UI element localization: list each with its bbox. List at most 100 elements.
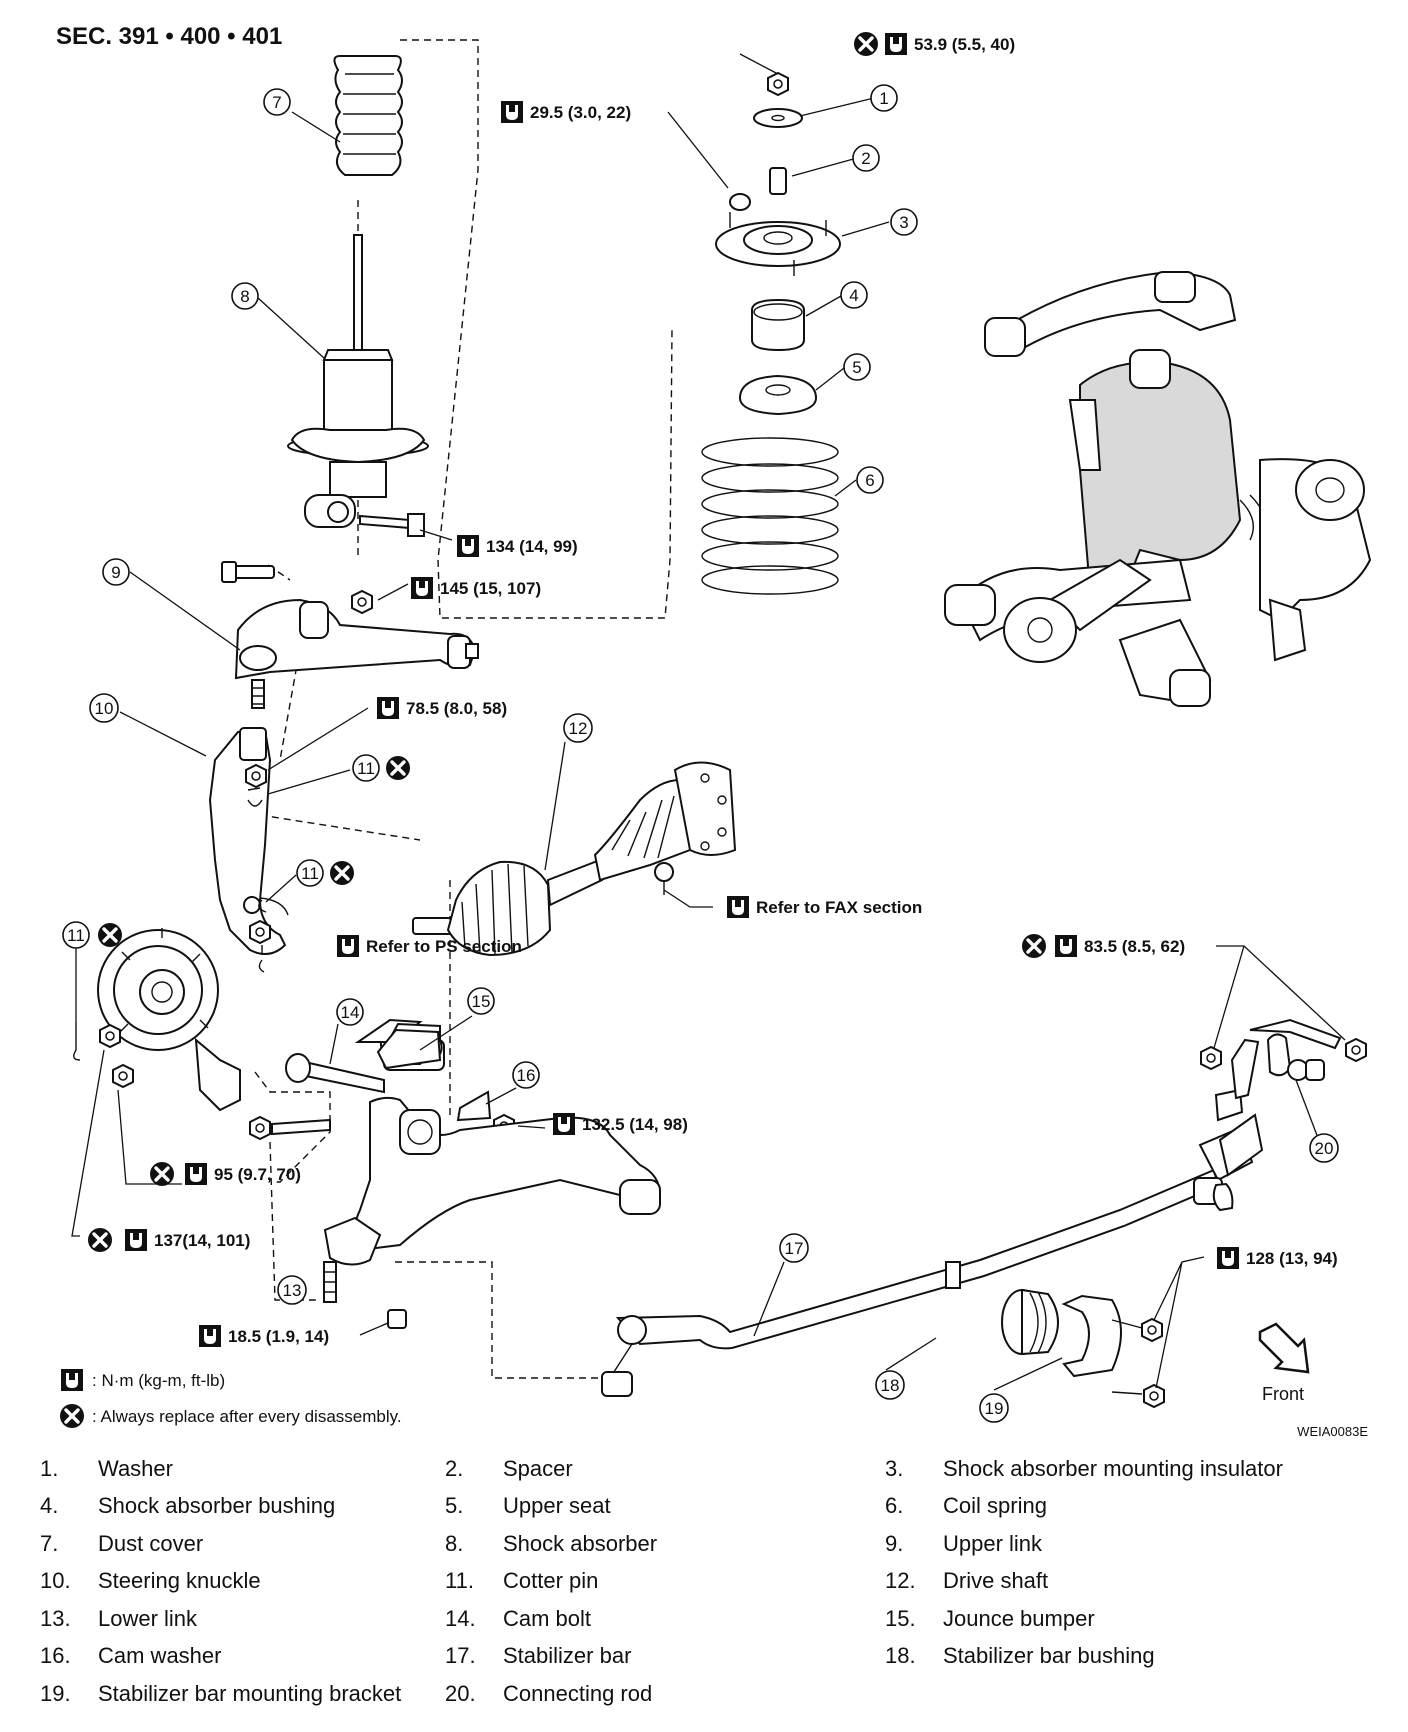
legend-torque: : N·m (kg-m, ft-lb) xyxy=(61,1369,225,1391)
parts-list-number: 8. xyxy=(445,1530,464,1556)
parts-list-item: 5. Upper seat xyxy=(445,1488,885,1526)
cotter-pin-parts xyxy=(73,899,267,1088)
stabilizer-bar-bushing xyxy=(1001,1288,1059,1356)
torque-wrench-icon xyxy=(727,896,749,918)
torque-label-ps: Refer to PS section xyxy=(337,935,522,957)
parts-list-name: Steering knuckle xyxy=(98,1568,261,1594)
replace-icon xyxy=(96,921,124,949)
steering-knuckle xyxy=(97,727,289,1112)
torque-label-29-5: 29.5 (3.0, 22) xyxy=(501,101,631,123)
parts-list-name: Jounce bumper xyxy=(943,1605,1095,1631)
svg-text:83.5 (8.5, 62): 83.5 (8.5, 62) xyxy=(1084,937,1185,956)
svg-text:10: 10 xyxy=(95,699,114,718)
callout-1: 1 xyxy=(870,84,898,112)
svg-text:15: 15 xyxy=(472,992,491,1011)
parts-list-item: 4.Shock absorber bushing xyxy=(40,1488,445,1526)
torque-wrench-icon xyxy=(185,1163,207,1185)
mount-spring-stack xyxy=(701,72,841,595)
parts-list-name: Stabilizer bar bushing xyxy=(943,1643,1155,1669)
torque-wrench-icon xyxy=(1055,935,1077,957)
svg-text:18.5 (1.9, 14): 18.5 (1.9, 14) xyxy=(228,1327,329,1346)
parts-list-item: 2. Spacer xyxy=(445,1450,885,1488)
svg-text:Refer to FAX section: Refer to FAX section xyxy=(756,898,922,917)
parts-list-item: 11.Cotter pin xyxy=(445,1563,885,1601)
svg-text:16: 16 xyxy=(517,1066,536,1085)
parts-list-name: Upper seat xyxy=(503,1493,611,1519)
svg-text:6: 6 xyxy=(865,471,874,490)
replace-icon xyxy=(852,30,880,58)
parts-list-item: 8.Shock absorber xyxy=(445,1525,885,1563)
parts-list-item: 6.Coil spring xyxy=(885,1488,1370,1526)
parts-list-item: 17.Stabilizer bar xyxy=(445,1638,885,1676)
drive-shaft xyxy=(412,761,737,957)
replace-icon xyxy=(86,1226,114,1254)
parts-list-item: 9. Upper link xyxy=(885,1525,1370,1563)
torque-wrench-icon xyxy=(457,535,479,557)
parts-list-item: 1.Washer xyxy=(40,1450,445,1488)
parts-list-number: 9. xyxy=(885,1530,904,1556)
svg-text:14: 14 xyxy=(341,1003,360,1022)
torque-wrench-icon xyxy=(1217,1247,1239,1269)
torque-wrench-icon xyxy=(125,1229,147,1251)
svg-text:137(14, 101): 137(14, 101) xyxy=(154,1231,250,1250)
callout-2: 2 xyxy=(852,144,880,172)
callout-11c: 11 xyxy=(62,921,90,949)
svg-text:2: 2 xyxy=(861,149,870,168)
callout-17: 17 xyxy=(779,1233,809,1263)
parts-list-number: 19. xyxy=(40,1680,71,1706)
torque-wrench-icon xyxy=(885,33,907,55)
parts-list-item: 18.Stabilizer bar bushing xyxy=(885,1638,1370,1676)
torque-wrench-icon xyxy=(61,1369,83,1391)
svg-text:7: 7 xyxy=(272,93,281,112)
parts-list-item: 19.Stabilizer bar mounting bracket xyxy=(40,1675,445,1713)
svg-text:29.5 (3.0, 22): 29.5 (3.0, 22) xyxy=(530,103,631,122)
callout-12: 12 xyxy=(563,713,593,743)
parts-list-number: 3. xyxy=(885,1455,904,1481)
replace-icon xyxy=(58,1402,86,1430)
parts-list-item: 3. Shock absorber mounting insulator xyxy=(885,1450,1370,1488)
parts-list-name: Upper link xyxy=(943,1530,1043,1556)
parts-list-number: 2. xyxy=(445,1455,464,1481)
torque-label-53-9: 53.9 (5.5, 40) xyxy=(852,30,1015,58)
replace-icon xyxy=(384,754,412,782)
callout-16: 16 xyxy=(512,1061,540,1089)
parts-list-item: 14.Cam bolt xyxy=(445,1600,885,1638)
assembled-suspension-view xyxy=(944,270,1372,707)
callout-10: 10 xyxy=(89,693,119,723)
torque-label-fax: Refer to FAX section xyxy=(727,896,922,918)
coil-spring xyxy=(701,437,839,595)
replace-icon xyxy=(148,1160,176,1188)
svg-text:20: 20 xyxy=(1315,1139,1334,1158)
front-label: Front xyxy=(1262,1384,1304,1404)
stabilizer-bar xyxy=(601,1018,1367,1397)
parts-list-name: Shock absorber mounting insulator xyxy=(943,1455,1283,1481)
svg-text:128 (13, 94): 128 (13, 94) xyxy=(1246,1249,1338,1268)
callout-11a: 11 xyxy=(352,754,380,782)
callout-3: 3 xyxy=(890,208,918,236)
torque-label-145: 145 (15, 107) xyxy=(411,577,541,599)
parts-list-number: 17. xyxy=(445,1643,476,1669)
parts-list-name: Cam bolt xyxy=(503,1605,592,1631)
upper-link xyxy=(221,561,479,709)
svg-text:1: 1 xyxy=(879,89,888,108)
parts-list-item: 10.Steering knuckle xyxy=(40,1563,445,1601)
parts-list-number: 1. xyxy=(40,1455,59,1481)
svg-text:5: 5 xyxy=(852,358,861,377)
parts-list-number: 5. xyxy=(445,1493,464,1519)
svg-text:: Always replace after every d: : Always replace after every disassembly… xyxy=(92,1407,402,1426)
parts-list-number: 6. xyxy=(885,1493,904,1519)
replace-icon xyxy=(1020,932,1048,960)
torque-label-18-5: 18.5 (1.9, 14) xyxy=(199,1325,329,1347)
callout-13: 13 xyxy=(277,1275,307,1305)
parts-list-number: 15. xyxy=(885,1605,916,1631)
torque-label-95: 95 (9.7, 70) xyxy=(148,1160,301,1188)
torque-label-132-5: 132.5 (14, 98) xyxy=(553,1113,688,1135)
callout-15: 15 xyxy=(467,987,495,1015)
svg-text:9: 9 xyxy=(111,563,120,582)
callout-18: 18 xyxy=(875,1370,905,1400)
parts-list-name: Spacer xyxy=(503,1455,573,1481)
svg-text:17: 17 xyxy=(785,1239,804,1258)
torque-wrench-icon xyxy=(411,577,433,599)
svg-text:134 (14, 99): 134 (14, 99) xyxy=(486,537,578,556)
